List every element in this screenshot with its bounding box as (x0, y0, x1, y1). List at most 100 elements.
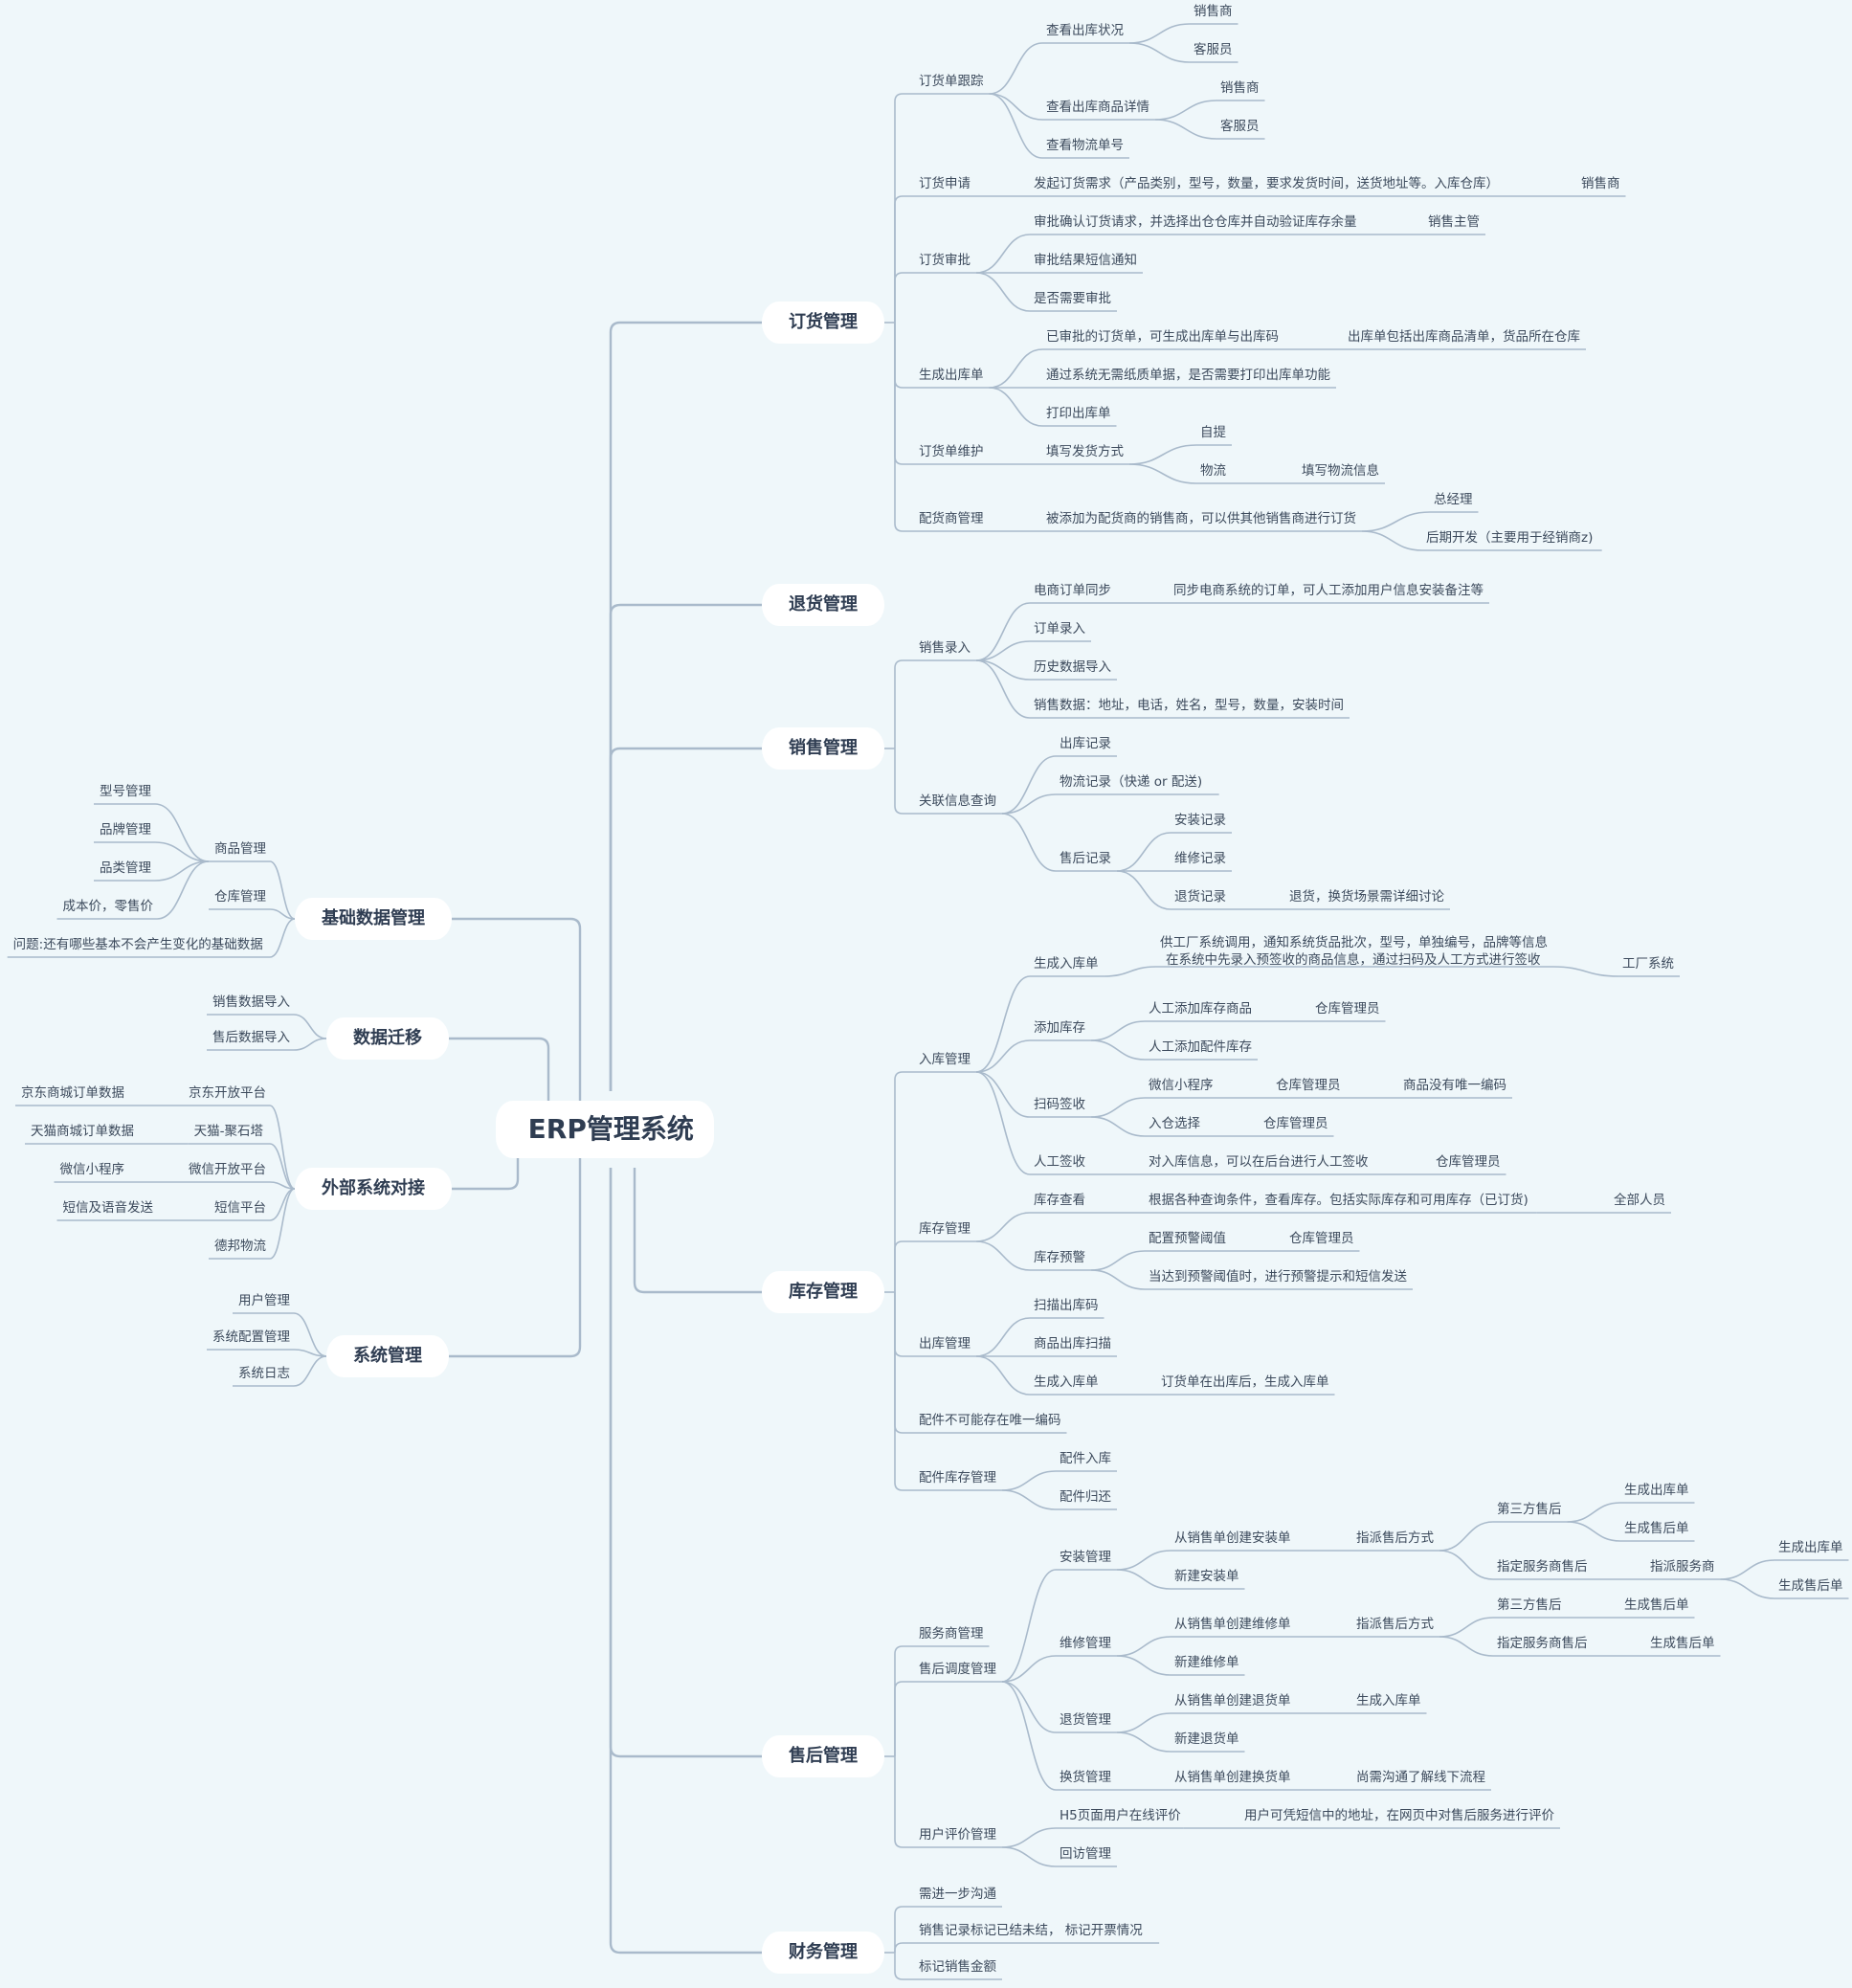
connector-curve (975, 1039, 1031, 1073)
node-a-rt1: 从销售单创建退货单 (1174, 1693, 1291, 1709)
branch-node-bg-ret (762, 584, 884, 626)
connector-curve (1090, 1020, 1146, 1041)
node-i-st22: 当达到预警阈值时，进行预警提示和短信发送 (1149, 1269, 1407, 1284)
node-a-rv1n: 用户可凭短信中的地址，在网页中对售后服务进行评价 (1244, 1808, 1554, 1823)
node-a-in1a: 指派售后方式 (1356, 1530, 1434, 1546)
node-s-q1: 出库记录 (1060, 736, 1111, 751)
node-a-in1t2: 生成售后单 (1624, 1521, 1689, 1536)
node-e1: 京东开放平台 (189, 1085, 266, 1101)
node-i-m1: 对入库信息，可以在后台进行人工签收 (1149, 1154, 1369, 1170)
node-o-mt3: 物流 (1200, 463, 1226, 479)
connector-curve (975, 272, 1031, 312)
node-root: ERP管理系统 (527, 1113, 694, 1145)
connector-trunk (452, 1158, 520, 1191)
root-node-bg (495, 1101, 715, 1158)
node-i-ob1: 扫描出库码 (1034, 1298, 1099, 1313)
connector-curve (1001, 1489, 1057, 1510)
connector-curve (1001, 793, 1057, 815)
node-s-en2: 订单录入 (1034, 621, 1085, 637)
node-o-av1: 审批确认订货请求，并选择出仓仓库并自动验证库存余量 (1034, 214, 1357, 230)
connector-curve (1116, 1636, 1171, 1657)
node-i-pn: 配件不可能存在唯一编码 (919, 1413, 1061, 1428)
node-a-in1s1: 生成出库单 (1778, 1540, 1843, 1555)
connector-curve (1128, 42, 1191, 63)
node-o-ds: 配货商管理 (919, 511, 984, 526)
node-b-g1: 型号管理 (100, 784, 151, 799)
connector-curve (1116, 1655, 1171, 1676)
node-a-rv: 用户评价管理 (919, 1827, 996, 1843)
branch-node-bg-ext (295, 1168, 452, 1210)
node-a-rp1s: 指定服务商售后 (1497, 1636, 1588, 1651)
connector-curve (1439, 1636, 1494, 1657)
connector-curve (1567, 1521, 1621, 1542)
connector-trunk (609, 321, 762, 1091)
connector-trunk (894, 1645, 915, 1756)
node-s-en3: 历史数据导入 (1034, 659, 1111, 675)
node-a-in1s2: 生成售后单 (1778, 1578, 1843, 1594)
node-a-rp1s1: 生成售后单 (1650, 1636, 1715, 1651)
connector-curve (293, 1038, 327, 1051)
node-basic: 基础数据管理 (322, 908, 425, 928)
node-s-en4: 销售数据：地址，电话，姓名，型号，数量，安装时间 (1034, 698, 1344, 713)
connector-curve (1116, 870, 1171, 910)
node-i-p2: 配件归还 (1060, 1489, 1111, 1505)
node-s-q2: 物流记录（快递 or 配送) (1060, 774, 1203, 790)
node-i-s: 扫码签收 (1034, 1097, 1085, 1112)
node-i-st1: 库存查看 (1034, 1193, 1085, 1208)
node-sys: 系统管理 (353, 1346, 422, 1366)
node-o-ds3: 后期开发（主要用于经销商z) (1426, 530, 1594, 546)
node-b-g3: 品类管理 (100, 860, 151, 876)
connector-curve (1001, 1846, 1057, 1867)
connector-trunk (633, 1168, 762, 1294)
connector-curve (1001, 813, 1057, 872)
branch-node-bg-aft (762, 1735, 884, 1777)
connector-curve (1439, 1550, 1494, 1580)
node-i-a: 添加库存 (1034, 1020, 1085, 1036)
node-i-st: 库存管理 (919, 1221, 971, 1237)
node-o-ap1: 发起订货需求（产品类别，型号，数量，要求发货时间，送货地址等。入库仓库） (1034, 176, 1499, 191)
node-order: 订货管理 (789, 312, 858, 332)
branch-node-bg-sales (762, 727, 884, 770)
node-i-ob3: 生成入库单 (1034, 1374, 1099, 1390)
connector-trunk (894, 1292, 915, 1491)
node-m2: 售后数据导入 (212, 1030, 290, 1045)
connector-curve (975, 1317, 1031, 1357)
connector-curve (1090, 1269, 1146, 1290)
node-a-in1sa: 指派服务商 (1650, 1559, 1715, 1575)
node-a-rt1g: 生成入库单 (1356, 1693, 1421, 1709)
inbound-gen-line1: 供工厂系统调用，通知系统货品批次，型号，单独编号，品牌等信息 (1160, 935, 1548, 950)
connector-curve (154, 803, 210, 862)
node-fin: 财务管理 (789, 1942, 858, 1962)
node-a-in: 安装管理 (1060, 1550, 1111, 1565)
connector-curve (293, 1312, 327, 1357)
node-i-g: 生成入库单 (1034, 956, 1099, 972)
connector-curve (975, 1212, 1031, 1242)
connector-trunk (894, 1906, 915, 1953)
connector-curve (1361, 530, 1423, 551)
connector-trunk (449, 1037, 550, 1101)
node-a-rp1t1: 生成售后单 (1624, 1597, 1689, 1613)
node-e3d: 微信小程序 (59, 1162, 125, 1177)
connector-curve (269, 908, 296, 920)
connector-curve (1001, 1569, 1057, 1683)
node-a-in1t1: 生成出库单 (1624, 1483, 1689, 1498)
node-i-st21r: 仓库管理员 (1289, 1231, 1354, 1246)
connector-curve (1001, 1681, 1057, 1791)
node-m1: 销售数据导入 (212, 994, 290, 1010)
node-s-en: 销售录入 (919, 640, 971, 656)
node-e1d: 京东商城订单数据 (21, 1085, 124, 1101)
connector-curve (154, 841, 210, 862)
node-o-ts1: 销售商 (1194, 4, 1233, 19)
node-b-g: 商品管理 (214, 841, 266, 857)
connector-curve (293, 1355, 327, 1387)
connector-trunk (894, 272, 915, 323)
connector-curve (1128, 444, 1197, 465)
node-i-s1u: 商品没有唯一编码 (1403, 1078, 1506, 1093)
node-s-en1n: 同步电商系统的订单，可人工添加用户信息安装备注等 (1173, 583, 1484, 598)
node-i-st1n: 根据各种查询条件，查看库存。包括实际库存和可用库存（已订货) (1149, 1193, 1528, 1208)
connector-curve (1001, 1827, 1057, 1848)
connector-curve (1001, 1681, 1057, 1733)
node-ret: 退货管理 (789, 594, 858, 614)
node-i-st21: 配置预警阈值 (1149, 1231, 1226, 1246)
connector-curve (975, 1071, 1031, 1118)
